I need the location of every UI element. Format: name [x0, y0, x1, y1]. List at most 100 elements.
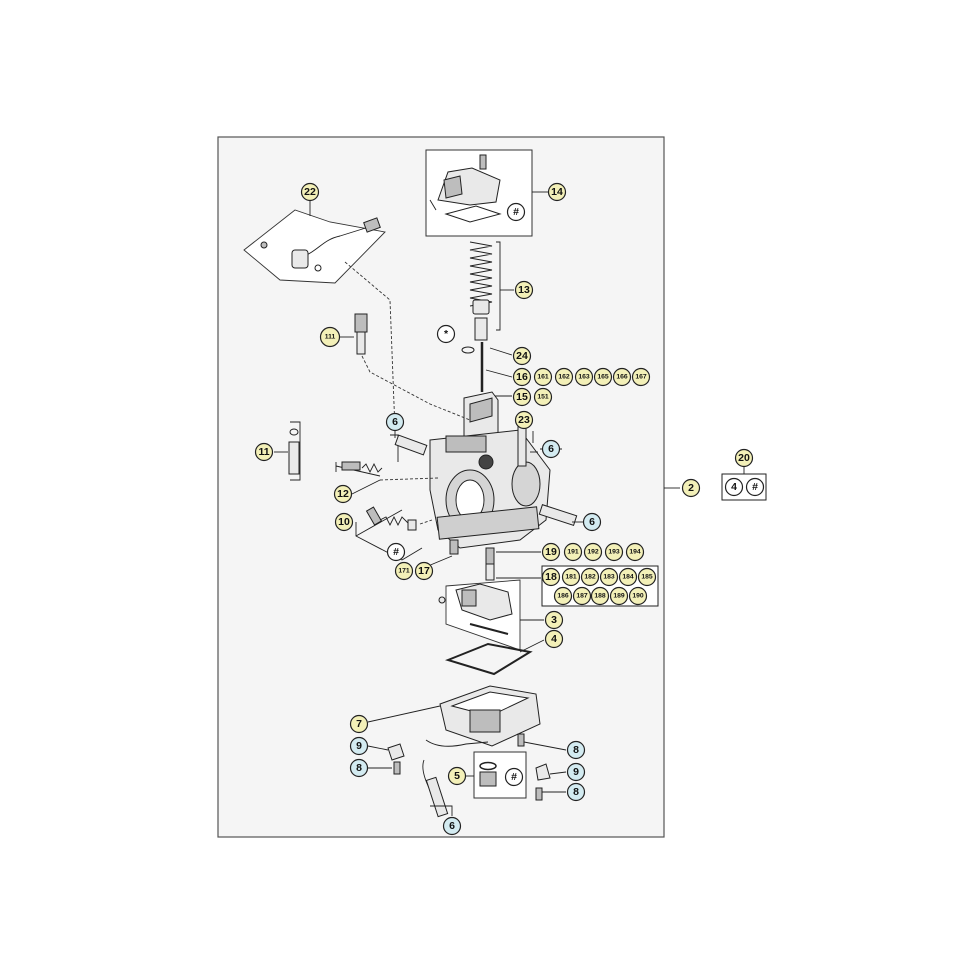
callout-171: 171: [394, 561, 414, 581]
callout-12: 12: [333, 484, 353, 504]
svg-text:187: 187: [576, 593, 588, 600]
svg-text:6: 6: [392, 416, 398, 428]
callout-18: 18: [541, 567, 561, 587]
callout-192: 192: [583, 542, 603, 562]
hose-6-bottom: [425, 776, 449, 818]
svg-text:166: 166: [616, 374, 628, 381]
dashed-line-22: [344, 261, 396, 431]
callout-189: 189: [609, 586, 629, 606]
throttle-lever-assembly: [429, 154, 502, 223]
screw-12: [341, 461, 383, 474]
gasket-4: [444, 642, 533, 676]
callout-111: 111: [319, 326, 341, 348]
callout-14: 14: [547, 182, 567, 202]
callout-10: 10: [334, 512, 354, 532]
svg-text:#: #: [513, 206, 519, 218]
svg-text:163: 163: [578, 374, 590, 381]
screw-10: [365, 506, 417, 531]
callout-6-bottom: 6: [442, 816, 462, 836]
callout-20-4: 4: [724, 477, 744, 497]
svg-text:9: 9: [356, 740, 362, 752]
svg-text:171: 171: [398, 568, 410, 575]
callout-185: 185: [637, 567, 657, 587]
svg-text:191: 191: [567, 549, 579, 556]
callout-165: 165: [593, 367, 613, 387]
svg-text:183: 183: [603, 574, 615, 581]
callout-166: 166: [612, 367, 632, 387]
callout-3: 3: [544, 610, 564, 630]
callout-6-mid: 6: [582, 512, 602, 532]
callout-186: 186: [553, 586, 573, 606]
callout-19: 19: [541, 542, 561, 562]
jet-18: [485, 563, 495, 581]
callout-23: 23: [514, 410, 534, 430]
callout-162: 162: [554, 367, 574, 387]
svg-text:13: 13: [518, 284, 530, 296]
svg-text:192: 192: [587, 549, 599, 556]
callout-4: 4: [544, 629, 564, 649]
callout-16: 16: [512, 367, 532, 387]
callout-10-hash: #: [386, 542, 406, 562]
callout-11: 11: [254, 442, 274, 462]
svg-text:#: #: [752, 481, 758, 493]
svg-text:6: 6: [449, 820, 455, 832]
svg-text:16: 16: [516, 371, 528, 383]
callout-star: *: [436, 324, 456, 344]
svg-text:8: 8: [573, 744, 579, 756]
float-3: [438, 583, 513, 635]
callout-20-hash: #: [745, 477, 765, 497]
callout-183: 183: [599, 567, 619, 587]
callout-9-left: 9: [349, 736, 369, 756]
svg-text:7: 7: [356, 718, 362, 730]
svg-text:111: 111: [325, 334, 336, 341]
callout-163: 163: [574, 367, 594, 387]
svg-text:23: 23: [518, 414, 530, 426]
throttle-spring: [461, 241, 493, 392]
svg-text:8: 8: [573, 786, 579, 798]
svg-text:24: 24: [516, 350, 528, 362]
svg-text:3: 3: [551, 614, 557, 626]
part-22-frame: [243, 209, 386, 284]
callout-194: 194: [625, 542, 645, 562]
screw-8-left: [393, 761, 401, 775]
callout-5-hash: #: [504, 767, 524, 787]
svg-text:#: #: [511, 771, 517, 783]
callout-182: 182: [580, 567, 600, 587]
svg-text:19: 19: [545, 546, 557, 558]
svg-text:10: 10: [338, 516, 350, 528]
callout-151: 151: [533, 387, 553, 407]
callout-8-right: 8: [566, 740, 586, 760]
svg-text:14: 14: [551, 186, 563, 198]
svg-text:20: 20: [738, 452, 750, 464]
svg-text:162: 162: [558, 374, 570, 381]
callout-13: 13: [514, 280, 534, 300]
throttle-valve-slide: [463, 391, 499, 447]
svg-text:5: 5: [454, 770, 460, 782]
svg-text:6: 6: [589, 516, 595, 528]
screw-8-lower: [535, 787, 543, 801]
callout-14-hash: #: [506, 202, 526, 222]
svg-text:186: 186: [557, 593, 569, 600]
callout-7: 7: [349, 714, 369, 734]
callout-188: 188: [590, 586, 610, 606]
svg-text:8: 8: [356, 762, 362, 774]
svg-text:4: 4: [551, 633, 557, 645]
svg-text:189: 189: [613, 593, 625, 600]
float-bowl-7: [387, 685, 551, 791]
svg-text:#: #: [393, 546, 399, 558]
callout-161: 161: [533, 367, 553, 387]
jet-17: [449, 539, 459, 555]
svg-text:185: 185: [641, 574, 653, 581]
svg-text:4: 4: [731, 481, 737, 493]
callout-181: 181: [561, 567, 581, 587]
callout-15: 15: [512, 387, 532, 407]
svg-text:*: *: [444, 328, 449, 340]
svg-text:194: 194: [629, 549, 641, 556]
svg-text:165: 165: [597, 374, 609, 381]
svg-text:22: 22: [304, 186, 316, 198]
svg-text:167: 167: [635, 374, 647, 381]
callout-17: 17: [414, 561, 434, 581]
callout-2: 2: [681, 478, 701, 498]
svg-text:190: 190: [632, 593, 644, 600]
